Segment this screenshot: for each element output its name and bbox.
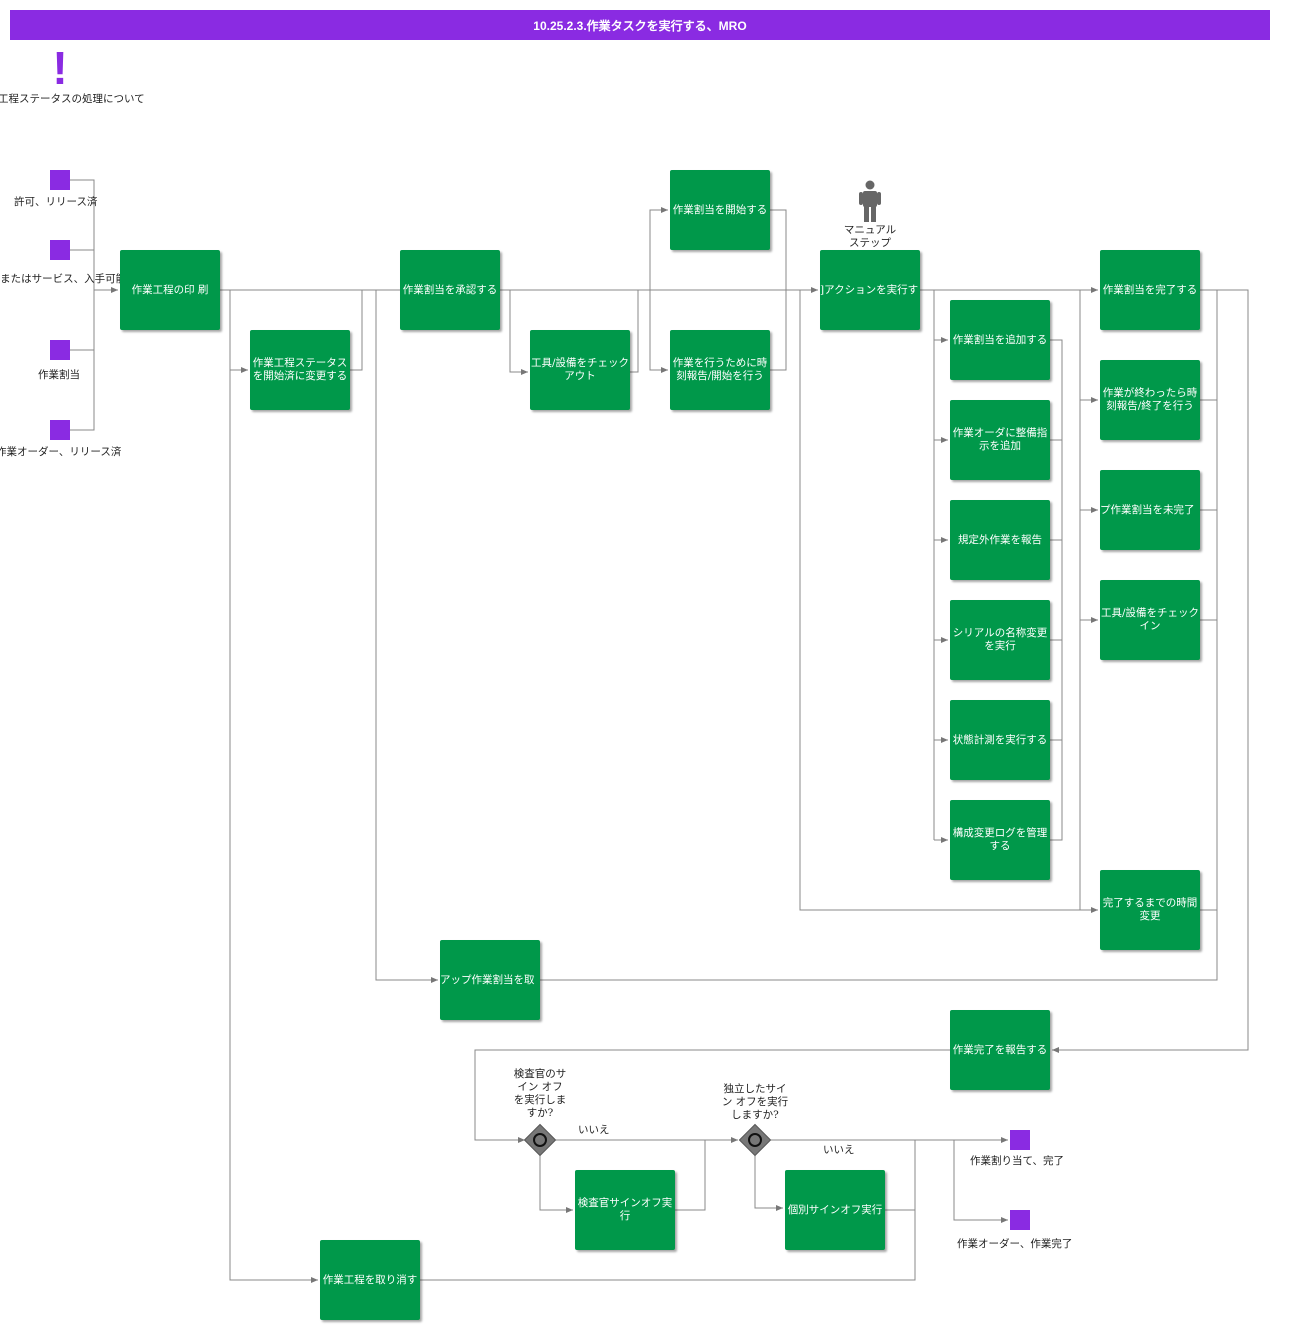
task-report-unscheduled[interactable]: 規定外作業を報告 bbox=[950, 500, 1050, 580]
start-event-label: 作業オーダー、リリース済 bbox=[0, 446, 122, 458]
task-checkout-tools[interactable]: 工具/設備をチェックアウト bbox=[530, 330, 630, 410]
task-incomplete-assignment[interactable]: プ作業割当を未完了 bbox=[1100, 470, 1200, 550]
task-time-change[interactable]: 完了するまでの時間変更 bbox=[1100, 870, 1200, 950]
gateway-inspector-signoff[interactable] bbox=[523, 1123, 557, 1157]
task-start-assignment[interactable]: 作業割当を開始する bbox=[670, 170, 770, 250]
task-time-report-start[interactable]: 作業を行うために時刻報告/開始を行う bbox=[670, 330, 770, 410]
diagram-title: 10.25.2.3.作業タスクを実行する、MRO bbox=[10, 10, 1270, 40]
end-event-assignment-complete[interactable] bbox=[1010, 1130, 1030, 1150]
manual-step-label: マニュアル ステップ bbox=[843, 224, 897, 249]
task-print-operation[interactable]: 作業工程の印 刷 bbox=[120, 250, 220, 330]
task-perform-action[interactable]: ]アクションを実行す bbox=[820, 250, 920, 330]
gateway-question: 検査官のサ イン オフ を実行しま すか? bbox=[513, 1068, 567, 1119]
gateway-independent-signoff[interactable] bbox=[738, 1123, 772, 1157]
task-rename-serial[interactable]: シリアルの名称変更を実行 bbox=[950, 600, 1050, 680]
start-event-label: Iまたはサービス、入手可能 bbox=[0, 273, 127, 285]
person-icon bbox=[859, 180, 881, 222]
start-event-permit[interactable] bbox=[50, 170, 70, 190]
task-add-instruction[interactable]: 作業オーダに整備指示を追加 bbox=[950, 400, 1050, 480]
task-inspector-signoff[interactable]: 検査官サインオフ実行 bbox=[575, 1170, 675, 1250]
task-condition-measurement[interactable]: 状態計測を実行する bbox=[950, 700, 1050, 780]
start-event-order[interactable] bbox=[50, 420, 70, 440]
start-event-assignment[interactable] bbox=[50, 340, 70, 360]
task-change-status[interactable]: 作業工程ステータスを開始済に変更する bbox=[250, 330, 350, 410]
end-event-order-complete[interactable] bbox=[1010, 1210, 1030, 1230]
task-cancel-assignment[interactable]: アップ作業割当を取 bbox=[440, 940, 540, 1020]
exclamation-icon[interactable]: ! bbox=[52, 42, 68, 94]
start-event-service[interactable] bbox=[50, 240, 70, 260]
task-add-assignment[interactable]: 作業割当を追加する bbox=[950, 300, 1050, 380]
task-config-change-log[interactable]: 構成変更ログを管理する bbox=[950, 800, 1050, 880]
task-individual-signoff[interactable]: 個別サインオフ実行 bbox=[785, 1170, 885, 1250]
gateway-no-label: いいえ bbox=[823, 1144, 855, 1156]
start-event-label: 許可、リリース済 bbox=[14, 196, 98, 208]
end-event-label: 作業割り当て、完了 bbox=[970, 1155, 1064, 1167]
status-note-label: 工程ステータスの処理について bbox=[0, 93, 145, 105]
task-approve-assignment[interactable]: 作業割当を承認する bbox=[400, 250, 500, 330]
task-cancel-operation[interactable]: 作業工程を取り消す bbox=[320, 1240, 420, 1320]
start-event-label: 作業割当 bbox=[38, 369, 80, 381]
end-event-label: 作業オーダー、作業完了 bbox=[957, 1238, 1073, 1250]
gateway-question: 独立したサイ ン オフを実行 しますか? bbox=[721, 1083, 789, 1121]
task-time-report-end[interactable]: 作業が終わったら時刻報告/終了を行う bbox=[1100, 360, 1200, 440]
task-report-completion[interactable]: 作業完了を報告する bbox=[950, 1010, 1050, 1090]
task-complete-assignment[interactable]: 作業割当を完了する bbox=[1100, 250, 1200, 330]
task-checkin-tools[interactable]: 工具/設備をチェックイン bbox=[1100, 580, 1200, 660]
gateway-no-label: いいえ bbox=[578, 1124, 610, 1136]
